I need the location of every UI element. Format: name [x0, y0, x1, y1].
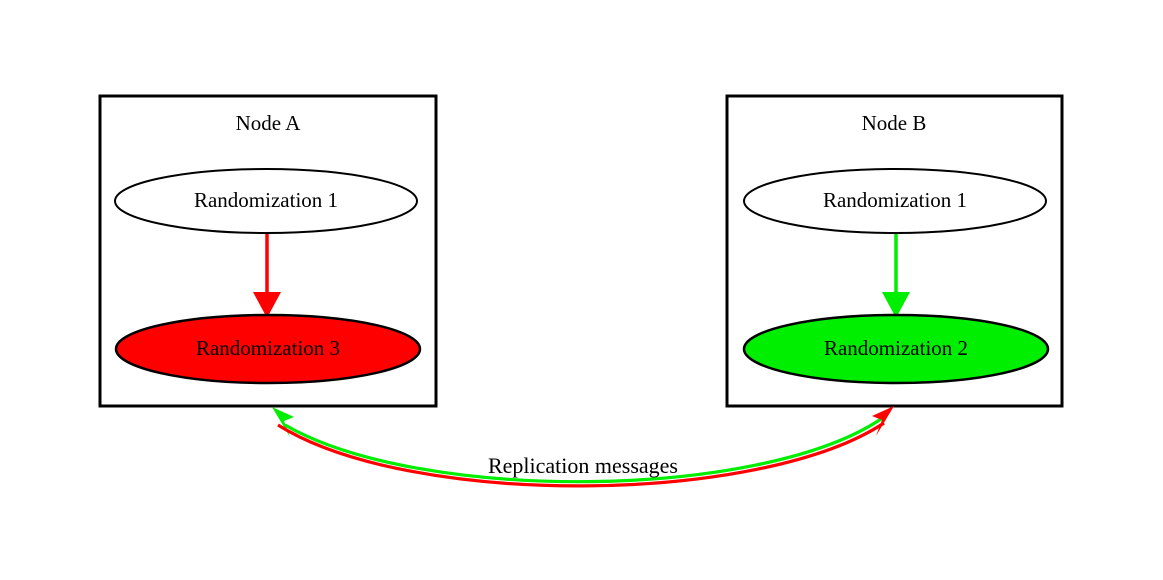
node-b-ellipse-randomization-1[interactable] — [743, 168, 1047, 234]
node-b-ellipse-randomization-1-label: Randomization 1 — [823, 188, 967, 212]
node-b-transition-arrow-head — [882, 292, 910, 318]
node-a-ellipse-randomization-1[interactable] — [114, 168, 418, 234]
replication-message-a-to-b-arrow-head — [872, 406, 894, 436]
replication-messages-group[interactable]: Replication messages — [272, 406, 894, 488]
node-a-ellipse-randomization-3-label: Randomization 3 — [196, 336, 340, 360]
node-b-transition-arrow — [882, 234, 910, 318]
node-b-ellipse-randomization-2[interactable] — [742, 313, 1050, 385]
node-b-title: Node B — [862, 111, 927, 135]
replication-messages-label: Replication messages — [488, 453, 678, 478]
node-a-transition-arrow-head — [253, 292, 281, 318]
node-a-group[interactable]: Node A Randomization 1 Randomization 3 — [98, 94, 438, 408]
node-b-group[interactable]: Node B Randomization 1 Randomization 2 — [725, 94, 1064, 408]
node-a-transition-arrow — [253, 234, 281, 318]
node-a-ellipse-randomization-3[interactable] — [114, 313, 422, 385]
replication-message-b-to-a-arrow-head — [272, 407, 294, 437]
replication-message-b-to-a-curve[interactable] — [284, 417, 882, 484]
node-b-ellipse-randomization-2-label: Randomization 2 — [824, 336, 968, 360]
node-a-title: Node A — [236, 111, 302, 135]
replication-message-a-to-b-curve[interactable] — [277, 421, 885, 488]
node-a-ellipse-randomization-1-label: Randomization 1 — [194, 188, 338, 212]
